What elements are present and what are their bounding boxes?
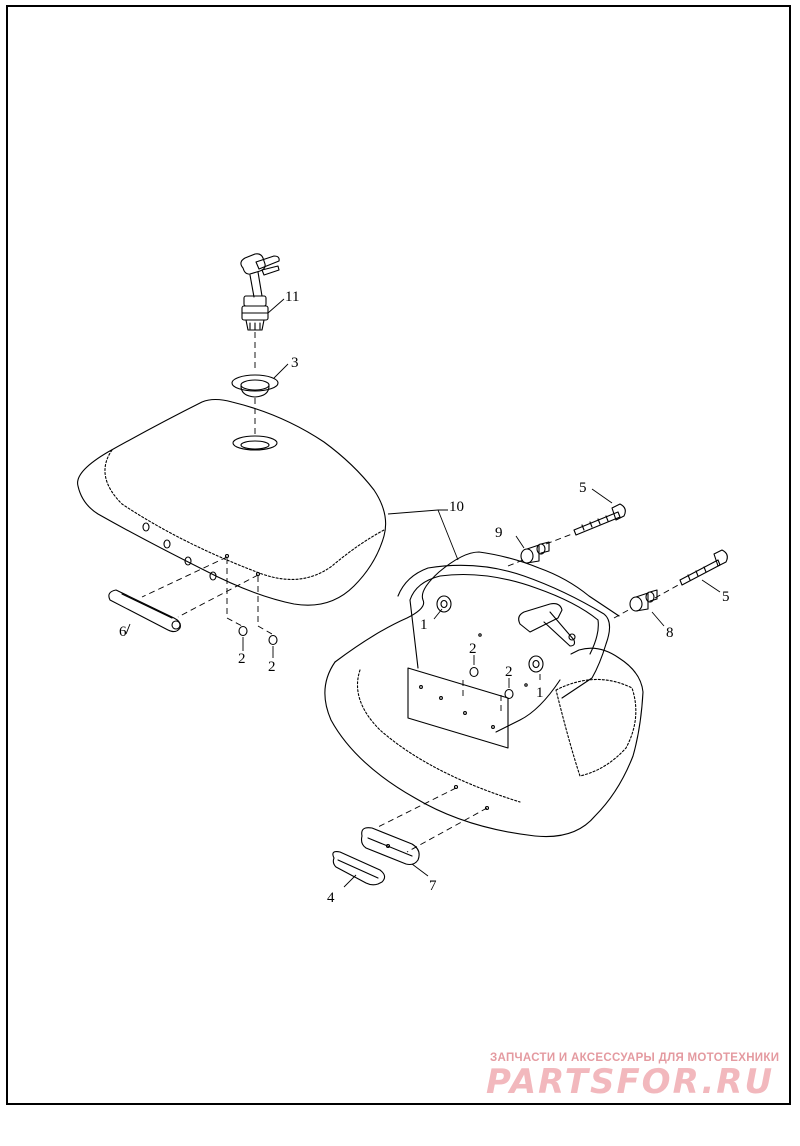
callout-2-d: 2 [505,664,513,680]
watermark-logo: PARTSFOR.RU [486,1062,775,1102]
callout-1-left: 1 [420,617,428,633]
lid [77,398,387,606]
callout-7: 7 [429,878,437,894]
bumpers [436,595,544,673]
callout-2-a: 2 [238,651,246,667]
callout-8: 8 [666,625,674,641]
nuts [238,625,514,700]
lid-holes [142,522,261,581]
drawing-frame [6,5,791,1105]
reflector-bezel [360,827,420,866]
callout-3: 3 [291,355,299,371]
callout-9: 9 [495,525,503,541]
callout-10: 10 [449,499,464,515]
callout-4: 4 [327,890,335,906]
spacer-right [629,589,658,612]
callout-2-b: 2 [268,659,276,675]
assembly-lines [141,332,681,853]
shell [324,551,644,838]
watermark-tagline: ЗАПЧАСТИ И АКСЕССУАРЫ ДЛЯ МОТОТЕХНИКИ [490,1052,780,1064]
callouts: 11 3 10 5 9 5 8 6 1 1 2 2 2 2 4 7 [119,289,730,906]
callout-5-right: 5 [722,589,730,605]
lock-cylinder [240,253,280,331]
callout-1-right: 1 [536,685,544,701]
hinge [108,589,181,633]
leader-lines [125,298,721,888]
callout-2-c: 2 [469,641,477,657]
callout-5-top: 5 [579,480,587,496]
reflector [332,851,386,886]
grommet [231,374,279,398]
callout-11: 11 [285,289,299,305]
screws [573,503,728,586]
callout-6: 6 [119,624,127,640]
spacer-left [520,541,550,564]
